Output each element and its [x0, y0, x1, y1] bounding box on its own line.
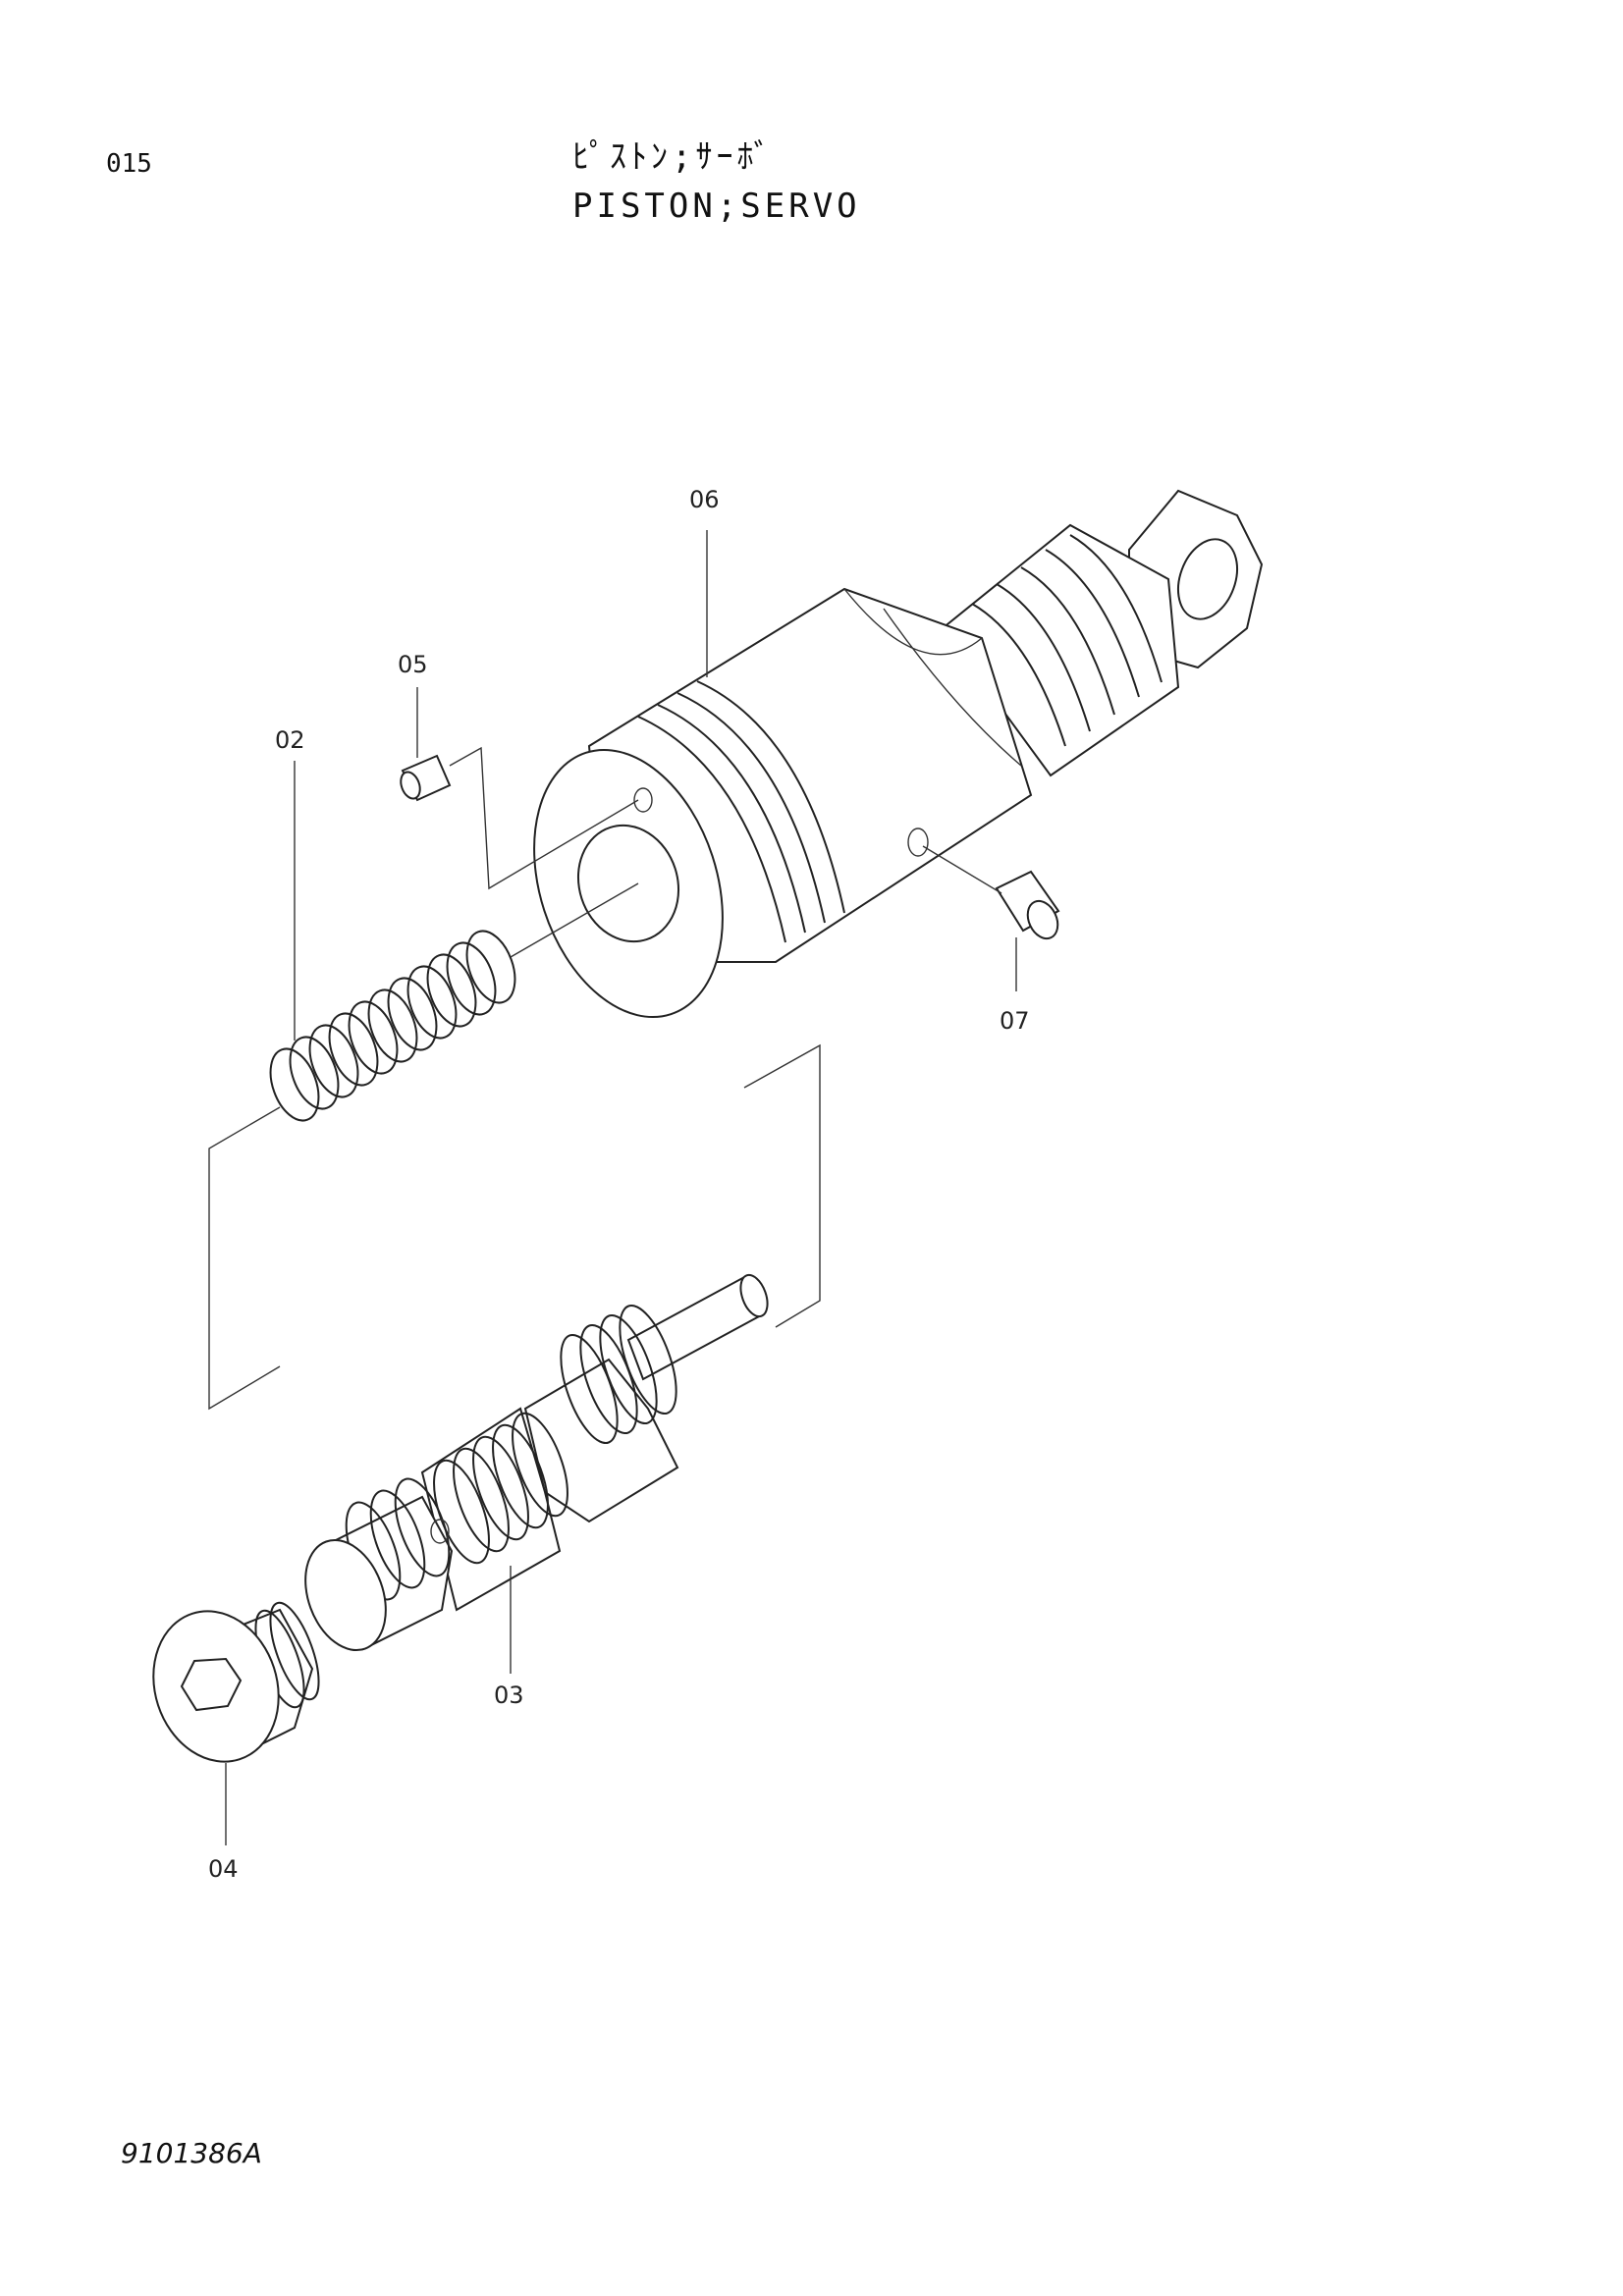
title-english: PISTON;SERVO	[572, 187, 861, 226]
page-number: 015	[106, 149, 152, 179]
callout-07: 07	[1000, 1007, 1030, 1035]
part-05-set-screw	[400, 687, 639, 890]
callout-02: 02	[275, 726, 305, 754]
drawing-number: 9101386A	[121, 2137, 262, 2169]
callout-05: 05	[398, 651, 428, 678]
part-04-plug	[152, 1601, 320, 1845]
callout-04: 04	[208, 1855, 239, 1883]
part-07-plug	[922, 845, 1060, 991]
title-japanese: ﾋﾟｽﾄﾝ;ｻｰﾎﾞ	[572, 137, 775, 177]
callout-06: 06	[689, 486, 720, 513]
part-02-spring	[269, 761, 639, 1122]
part-06-piston-body	[533, 489, 1264, 1019]
assembly-bracket-lines	[208, 1043, 821, 1411]
callout-03: 03	[494, 1682, 524, 1709]
part-03-spool	[304, 1273, 769, 1674]
